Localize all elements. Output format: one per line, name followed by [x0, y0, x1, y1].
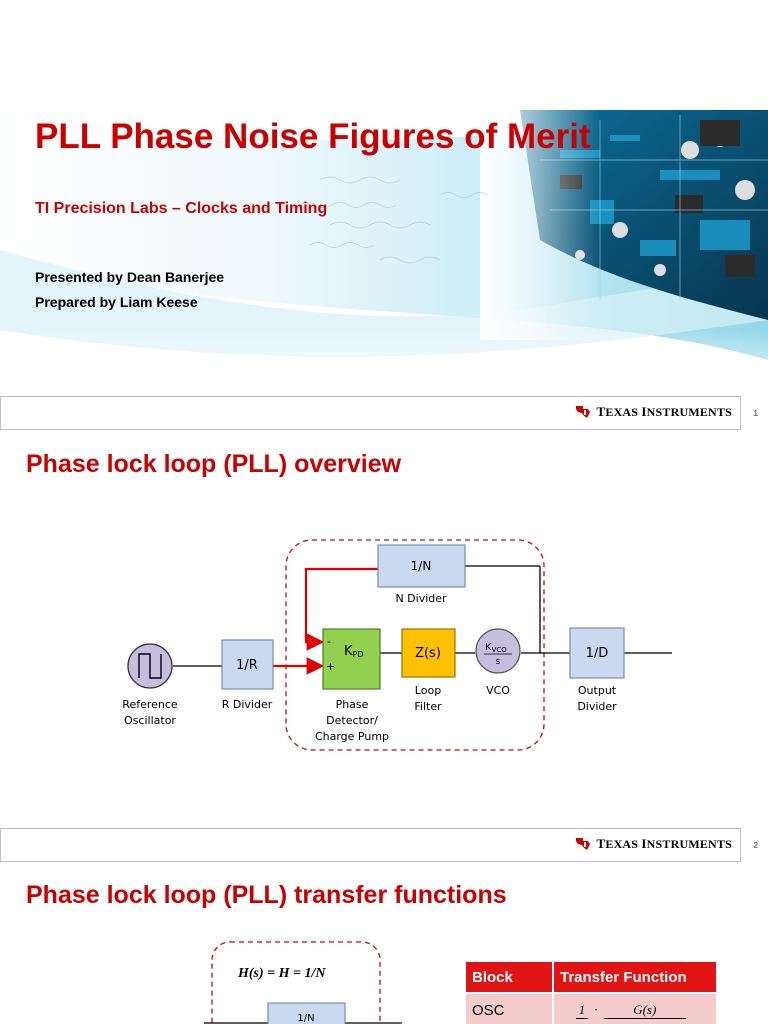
brand-word-exas: EXAS	[605, 837, 642, 851]
divider-highlight-region	[211, 941, 381, 1024]
loop-highlight-region	[285, 539, 545, 751]
brand-initial-i: I	[641, 404, 647, 419]
square-wave-icon	[138, 653, 162, 679]
loop-filter-caption-2: Filter	[414, 700, 442, 713]
presenter-line: Presented by Dean Banerjee	[35, 269, 225, 285]
pd-caption-2: Detector/	[326, 714, 378, 727]
ref-osc-caption-1: Reference	[122, 698, 178, 711]
n-divider-diagram: 1/N	[204, 941, 402, 1024]
pd-caption-1: Phase	[336, 698, 369, 711]
pd-gain-symbol: KPD	[344, 644, 364, 659]
output-divider-caption-2: Divider	[577, 700, 617, 713]
phase-detector-block	[322, 628, 381, 690]
loop-filter-caption-1: Loop	[415, 684, 441, 697]
transfer-function-table: Block Transfer Function OSC 1 · G(s)	[466, 962, 718, 1024]
pll-overview-slide: Phase lock loop (PLL) overview Reference…	[0, 432, 768, 864]
pd-plus-sign: +	[326, 660, 335, 673]
fraction-left-numerator: 1	[576, 1002, 588, 1019]
output-divider-label: 1/D	[586, 646, 609, 661]
slide-footer: TEXAS INSTRUMENTS	[0, 828, 741, 862]
pd-minus-sign: -	[327, 635, 331, 648]
page-number: 2	[753, 841, 758, 850]
presentation-subtitle: TI Precision Labs – Clocks and Timing	[35, 200, 328, 217]
title-slide: PLL Phase Noise Figures of Merit TI Prec…	[0, 0, 768, 432]
ti-state-icon	[576, 406, 591, 418]
loop-filter-label: Z(s)	[415, 646, 441, 661]
vco-block	[475, 628, 521, 674]
n-divider-label: 1/N	[411, 559, 432, 573]
n-divider-block	[267, 1002, 346, 1024]
vco-gain-symbol: KVCO	[485, 642, 507, 654]
ref-osc-caption-2: Oscillator	[124, 714, 176, 727]
table-cell-block: OSC	[466, 992, 554, 1024]
presentation-title: PLL Phase Noise Figures of Merit	[35, 117, 591, 156]
pd-caption-3: Charge Pump	[315, 730, 389, 743]
output-divider-caption-1: Output	[578, 684, 617, 697]
slide-title: Phase lock loop (PLL) transfer functions	[26, 881, 507, 909]
table-cell-transfer-function: 1 · G(s)	[553, 992, 718, 1024]
vco-caption: VCO	[486, 684, 510, 697]
brand-word-nstruments: NSTRUMENTS	[646, 405, 732, 419]
table-row: OSC 1 · G(s)	[466, 992, 718, 1024]
table-header-block: Block	[466, 962, 554, 993]
brand-initial-t: T	[596, 836, 606, 851]
texas-instruments-logo: TEXAS INSTRUMENTS	[574, 404, 732, 420]
page-number: 1	[753, 409, 758, 418]
texas-instruments-logo: TEXAS INSTRUMENTS	[574, 836, 732, 852]
loop-filter-block	[401, 628, 456, 678]
slide-footer: TEXAS INSTRUMENTS	[0, 396, 741, 430]
pll-block-diagram: Reference Oscillator 1/R R Divider 1/N N…	[122, 539, 672, 751]
n-divider-caption: N Divider	[395, 592, 447, 605]
n-divider-label: 1/N	[297, 1013, 314, 1024]
circuit-board-background	[0, 0, 768, 432]
brand-word-nstruments: NSTRUMENTS	[646, 837, 732, 851]
brand-word-exas: EXAS	[605, 405, 642, 419]
preparer-line: Prepared by Liam Keese	[35, 294, 198, 310]
r-divider-label: 1/R	[236, 658, 258, 673]
pll-transfer-functions-slide: Phase lock loop (PLL) transfer functions…	[0, 864, 768, 1024]
output-divider-block	[569, 627, 625, 679]
vco-denominator: s	[496, 657, 501, 667]
brand-initial-i: I	[641, 836, 647, 851]
fraction-right-numerator: G(s)	[603, 1002, 686, 1019]
r-divider-block	[221, 639, 274, 690]
brand-initial-t: T	[596, 404, 606, 419]
r-divider-caption: R Divider	[222, 698, 273, 711]
table-header-transfer-function: Transfer Function	[553, 962, 718, 993]
slide-title: Phase lock loop (PLL) overview	[26, 450, 402, 478]
n-divider-block	[377, 544, 466, 588]
transfer-function-equation: H(s) = H = 1/N	[238, 966, 326, 981]
ti-state-icon	[576, 838, 591, 850]
